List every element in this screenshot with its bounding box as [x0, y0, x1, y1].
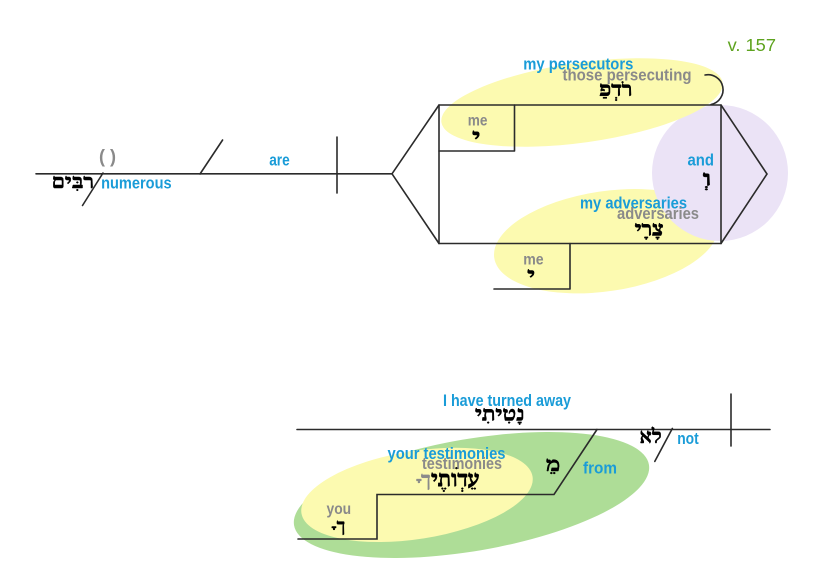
- svg-text:you: you: [327, 501, 352, 518]
- svg-text:not: not: [677, 430, 699, 448]
- svg-text:me: me: [468, 113, 488, 130]
- svg-text:from: from: [583, 459, 617, 477]
- svg-text:adversaries: adversaries: [617, 204, 699, 223]
- svg-text:those persecuting: those persecuting: [563, 66, 692, 85]
- svg-text:your testimonies: your testimonies: [388, 445, 506, 463]
- svg-text:and: and: [688, 152, 715, 170]
- svg-text:testimonies: testimonies: [422, 455, 502, 473]
- svg-text:my adversaries: my adversaries: [580, 193, 687, 212]
- svg-text:are: are: [269, 152, 290, 170]
- svg-text:I have turned away: I have turned away: [443, 392, 572, 410]
- svg-text:v. 157: v. 157: [728, 35, 776, 55]
- svg-text:numerous: numerous: [101, 175, 172, 193]
- svg-text:me: me: [523, 251, 543, 268]
- svg-text:( ): ( ): [99, 147, 116, 167]
- svg-text:my persecutors: my persecutors: [523, 55, 633, 74]
